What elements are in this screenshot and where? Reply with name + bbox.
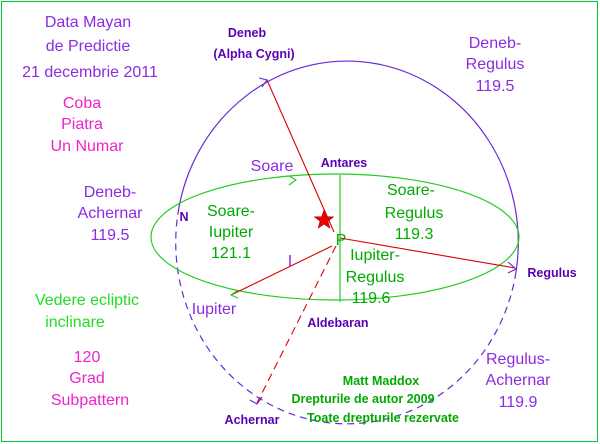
iupiter-regulus-line-3: 119.6 [352,290,391,307]
deneb-label-line-1: Deneb [228,26,267,40]
aldebaran-label: Aldebaran [307,316,368,330]
i-label: I [288,253,292,270]
copyright-line-1: Matt Maddox [343,374,419,388]
line-center-to-achernar-dashed [256,245,337,404]
deneb-regulus-line-2: Regulus [466,56,525,73]
celestial-sphere-upper [177,60,519,273]
deneb-regulus-line-1: Deneb- [469,35,521,52]
title-line-3: 21 decembrie 2011 [22,64,158,81]
regulus-label: Regulus [527,266,576,280]
arrow-regulus [507,261,517,274]
soare-iupiter-line-1: Soare- [207,203,255,220]
title-line-2: de Predictie [46,38,131,55]
grad-line-2: Grad [69,370,105,387]
regulus-achernar-line-1: Regulus- [486,351,550,368]
iupiter-label: Iupiter [192,301,237,318]
coba-line-1: Coba [63,95,101,112]
line-deneb-to-center [266,79,335,233]
arrow-soare [288,175,298,186]
grad-line-3: Subpattern [51,392,129,409]
antares-label: Antares [321,156,368,170]
celestial-sphere-lower-dashed [175,212,517,425]
vedere-line-1: Vedere ecliptic [35,292,139,309]
soare-regulus-line-2: Regulus [385,205,444,222]
deneb-achernar-line-2: Achernar [78,205,144,222]
copyright-line-2: Drepturile de autor 2009 [291,392,434,406]
coba-line-3: Un Numar [51,138,125,155]
regulus-achernar-line-3: 119.9 [499,394,538,411]
arrow-iupiter [229,289,239,299]
arrow-achernar [249,396,263,405]
iupiter-regulus-line-1: Iupiter- [350,247,400,264]
soare-iupiter-line-3: 121.1 [211,245,251,262]
line-center-to-iupiter [230,245,333,296]
soare-regulus-line-1: Soare- [387,182,435,199]
soare-regulus-line-3: 119.3 [395,226,434,243]
p-label: P [336,232,347,249]
copyright-line-3: Toate drepturile rezervate [307,411,459,425]
achernar-label: Achernar [225,413,280,427]
deneb-achernar-line-3: 119.5 [91,227,130,244]
vedere-line-2: inclinare [45,314,105,331]
iupiter-regulus-line-2: Regulus [346,269,405,286]
regulus-achernar-line-2: Achernar [486,372,552,389]
soare-label: Soare [251,158,294,175]
arrow-deneb [258,77,268,88]
sun-star-icon [313,209,335,229]
grad-line-1: 120 [74,349,101,366]
deneb-label-line-2: (Alpha Cygni) [213,47,294,61]
coba-line-2: Piatra [61,116,103,133]
deneb-achernar-line-1: Deneb- [84,184,136,201]
deneb-regulus-line-3: 119.5 [476,78,515,95]
title-line-1: Data Mayan [45,14,131,31]
line-center-to-regulus [339,237,516,269]
n-label: N [179,210,188,224]
ecliptic-ellipse [150,173,520,301]
soare-iupiter-line-2: Iupiter [209,224,254,241]
